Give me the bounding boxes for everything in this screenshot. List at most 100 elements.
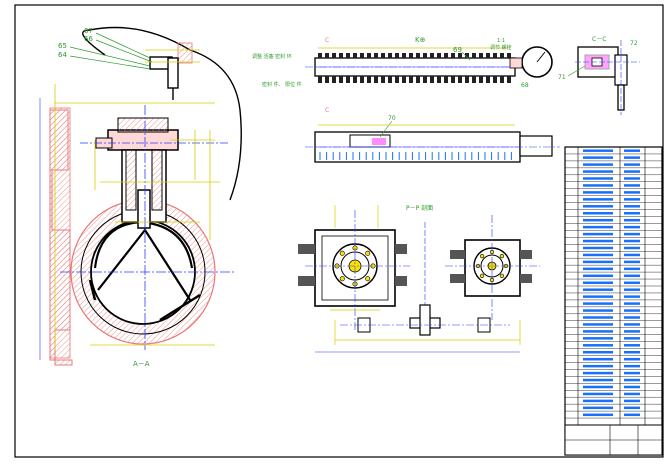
bom-row-text: [624, 399, 640, 403]
nozzle: [465, 53, 469, 58]
nozzle: [367, 53, 371, 58]
bom-row-text: [624, 212, 640, 215]
nozzle: [409, 76, 413, 83]
bolt-hole: [499, 273, 504, 278]
nozzle: [388, 53, 392, 58]
bom-row-text: [583, 357, 613, 361]
note-right: 调节 螺栓: [490, 44, 512, 51]
bom-row-text: [583, 177, 613, 180]
nozzle: [360, 53, 364, 58]
bom-row-text: [624, 170, 640, 173]
bom-row-text: [624, 371, 640, 375]
nozzle: [479, 76, 483, 83]
nozzle: [465, 76, 469, 83]
bom-row-text: [624, 156, 640, 159]
bom-row-text: [583, 330, 613, 333]
nozzle: [388, 76, 392, 83]
nozzle: [430, 53, 434, 58]
bom-row-text: [624, 357, 640, 361]
nozzle: [507, 53, 511, 58]
nozzle: [479, 53, 483, 58]
nozzle: [451, 53, 455, 58]
nozzle: [472, 53, 476, 58]
nozzle: [346, 53, 350, 58]
nozzle: [437, 76, 441, 83]
callout-69-label: 69: [453, 46, 462, 54]
bom-row-text: [583, 413, 613, 417]
nozzle: [395, 53, 399, 58]
bom-row-text: [624, 351, 640, 354]
nozzle: [360, 76, 364, 83]
bom-row-text: [624, 177, 640, 180]
nozzle: [493, 76, 497, 83]
callout-68: 68: [521, 82, 529, 89]
nozzle: [325, 76, 329, 83]
scale-ticks: [319, 152, 512, 160]
nozzle: [346, 76, 350, 83]
nozzle: [444, 53, 448, 58]
nozzle: [353, 76, 357, 83]
bom-row-text: [583, 156, 613, 159]
left-flange-block: [298, 205, 410, 330]
nozzle: [507, 76, 511, 83]
nozzle: [472, 76, 476, 83]
bom-row-text: [624, 253, 640, 257]
nozzle: [416, 53, 420, 58]
bolt-hole: [365, 250, 371, 256]
bom-row-text: [583, 239, 613, 243]
bom-row-text: [624, 316, 640, 319]
bom-row-text: [624, 392, 640, 396]
view-label-pp: P－P 剖面: [406, 204, 433, 212]
nozzle: [493, 53, 497, 58]
bom-row-text: [583, 232, 613, 236]
bom-row-text: [624, 267, 640, 271]
view-label-cc: C－C: [592, 36, 606, 43]
bom-row-text: [583, 274, 613, 278]
bom-row-text: [583, 212, 613, 215]
nozzle: [339, 53, 343, 58]
bom-row-text: [583, 295, 613, 298]
nozzle: [402, 53, 406, 58]
bom-row-text: [624, 406, 640, 410]
callout-72: 72: [630, 40, 638, 47]
nozzle: [395, 76, 399, 83]
bom-row-text: [624, 281, 640, 284]
bom-row-text: [583, 378, 613, 382]
nozzle: [451, 76, 455, 83]
bom-row-text: [583, 344, 613, 347]
nozzle: [339, 76, 343, 83]
bom-row-text: [624, 184, 640, 187]
nozzle: [318, 53, 322, 58]
nozzle: [381, 53, 385, 58]
bom-row-text: [624, 330, 640, 333]
bolt-hole: [339, 250, 345, 256]
drawing-frame: [14, 4, 664, 458]
nozzle: [353, 53, 357, 58]
callout-64: 64: [58, 51, 67, 59]
title-block: [564, 146, 663, 456]
bom-row-text: [583, 205, 613, 208]
nozzle: [437, 53, 441, 58]
bom-row-text: [583, 281, 613, 284]
bom-row-text: [624, 198, 640, 201]
bom-row-text: [624, 364, 640, 368]
bom-row-text: [624, 274, 640, 278]
cylinder-side-view: 70: [305, 115, 560, 163]
bom-row-text: [624, 323, 640, 326]
view-label-k: K⊕: [415, 36, 425, 44]
note-bottom: 密封 件、 限位 件: [262, 81, 302, 88]
bom-row-text: [624, 385, 640, 389]
bom-row-text: [583, 337, 613, 340]
nozzle: [500, 53, 504, 58]
nozzle: [374, 53, 378, 58]
bolt-hole: [480, 254, 485, 259]
view-label-aa: A－A: [133, 360, 150, 368]
manifold-top-view: K⊕ 调整 活塞 密封 环 密封 件、 限位 件 C C 69 1:1 调节 螺…: [252, 36, 553, 114]
nozzle: [416, 76, 420, 83]
tee-fitting-view: P－P 剖面: [315, 204, 521, 353]
bom-row-text: [583, 267, 613, 271]
bom-row-text: [583, 260, 613, 264]
nozzle: [486, 76, 490, 83]
bolt-hole: [339, 276, 345, 282]
